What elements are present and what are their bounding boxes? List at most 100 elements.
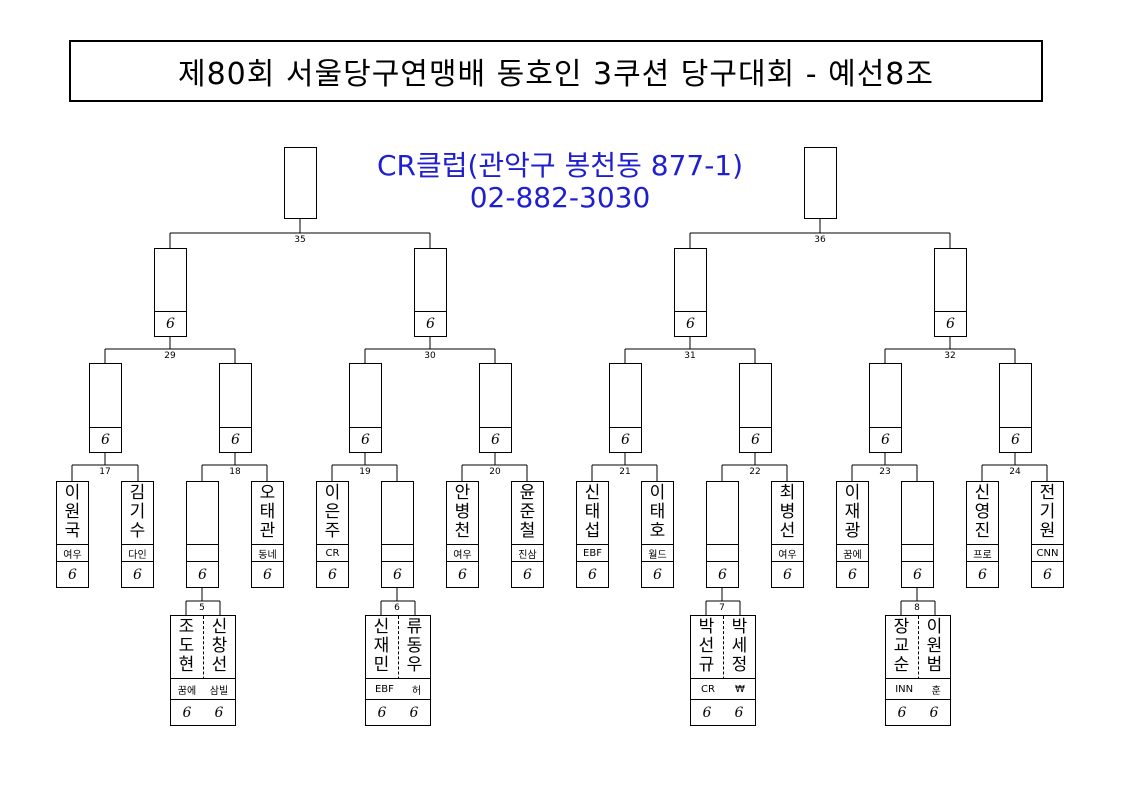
match-pair-8: 장 교 순 이 원 범 INN 훈 6 6 [885,615,951,726]
player-club: 여우 [453,549,472,561]
winner-slot: 6 [186,481,219,588]
match-number: 8 [914,603,920,613]
player-card: 윤 준 철 진삼 6 [511,481,544,588]
player-club: ₩ [735,683,745,695]
match-number: 32 [944,351,956,361]
winner-slot: 6 [89,363,122,453]
score-mark: 6 [101,432,110,448]
player-club: CR [701,683,715,695]
score-mark: 6 [1043,566,1052,583]
score-mark: 6 [621,432,630,448]
player-club: EBF [374,683,394,695]
player-card: 이 태 호 월드 6 [641,481,674,588]
score-mark: 6 [231,432,240,448]
player-name: 신 영 진 [974,483,991,541]
score-mark: 6 [897,704,907,721]
score-mark: 6 [361,432,370,448]
winner-slot: 6 [999,363,1032,453]
score-mark: 6 [133,566,142,583]
match-number: 17 [99,467,111,477]
match-number: 35 [294,235,306,245]
page-title: 제80회 서울당구연맹배 동호인 3쿠션 당구대회 - 예선8조 [69,40,1043,102]
player-name: 이 원 범 [926,617,943,675]
venue-name: CR클럽(관악구 봉천동 877-1) [376,149,744,182]
match-number: 24 [1009,467,1021,477]
player-name: 조 도 현 [178,617,195,675]
player-club: 여우 [778,549,797,561]
player-name: 이 태 호 [649,483,666,541]
winner-slot: 6 [674,248,707,337]
match-number: 29 [164,351,176,361]
winner-slot: 6 [869,363,902,453]
venue-info: CR클럽(관악구 봉천동 877-1) 02-882-3030 [330,150,790,214]
score-mark: 6 [523,566,532,583]
player-name: 신 재 민 [373,617,390,675]
winner-slot: 6 [739,363,772,453]
score-mark: 6 [182,704,192,721]
match-number: 22 [749,467,761,477]
match-number: 6 [394,603,400,613]
player-name: 최 병 선 [779,483,796,541]
score-mark: 6 [426,316,435,332]
match-number: 21 [619,467,631,477]
match-number: 36 [814,235,826,245]
player-club: 삼빌 [209,685,229,697]
score-mark: 6 [393,566,402,583]
venue-phone: 02-882-3030 [469,181,651,214]
score-mark: 6 [848,566,857,583]
player-card: 이 재 광 꿈에 6 [836,481,869,588]
score-mark: 6 [653,566,662,583]
score-mark: 6 [978,566,987,583]
score-mark: 6 [751,432,760,448]
score-mark: 6 [409,704,419,721]
score-mark: 6 [929,704,939,721]
player-club: 꿈에 [177,685,197,697]
score-mark: 6 [734,704,744,721]
player-club: INN [895,683,914,695]
match-number: 7 [719,603,725,613]
player-name: 박 선 규 [698,617,715,675]
match-number: 5 [199,603,205,613]
winner-slot: 6 [706,481,739,588]
score-mark: 6 [783,566,792,583]
player-club: 다인 [128,549,147,561]
match-number: 23 [879,467,891,477]
player-club: 허 [411,685,422,697]
score-mark: 6 [588,566,597,583]
score-mark: 6 [198,566,207,583]
player-name: 류 동 우 [406,617,423,675]
score-mark: 6 [166,316,175,332]
player-name: 안 병 천 [454,483,471,541]
score-mark: 6 [214,704,224,721]
player-club: CR [325,547,340,559]
player-card: 최 병 선 여우 6 [771,481,804,588]
match-pair-7: 박 선 규 박 세 정 CR ₩ 6 6 [690,615,756,726]
player-club: EBF [583,547,602,559]
player-club: 꿈에 [843,549,862,561]
winner-slot: 6 [219,363,252,453]
winner-slot: 6 [934,248,967,337]
player-card: 김 기 수 다인 6 [121,481,154,588]
player-name: 박 세 정 [731,617,748,675]
score-mark: 6 [702,704,712,721]
player-card: 전 기 원 CNN 6 [1031,481,1064,588]
player-name: 김 기 수 [129,483,146,541]
winner-slot: 6 [349,363,382,453]
player-club: 진삼 [518,549,537,561]
match-number: 20 [489,467,501,477]
match-number: 18 [229,467,241,477]
player-name: 이 은 주 [324,483,341,541]
player-card: 신 태 섭 EBF 6 [576,481,609,588]
player-club: 프로 [973,549,992,561]
winner-slot: 6 [609,363,642,453]
player-club: 여우 [63,549,82,561]
player-name: 전 기 원 [1039,483,1056,541]
winner-slot: 6 [901,481,934,588]
winner-slot: 6 [154,248,187,337]
player-name: 장 교 순 [893,617,910,675]
player-club: 훈 [931,685,941,697]
score-mark: 6 [377,704,387,721]
match-pair-6: 신 재 민 류 동 우 EBF 허 6 6 [365,615,431,726]
score-mark: 6 [913,566,922,583]
